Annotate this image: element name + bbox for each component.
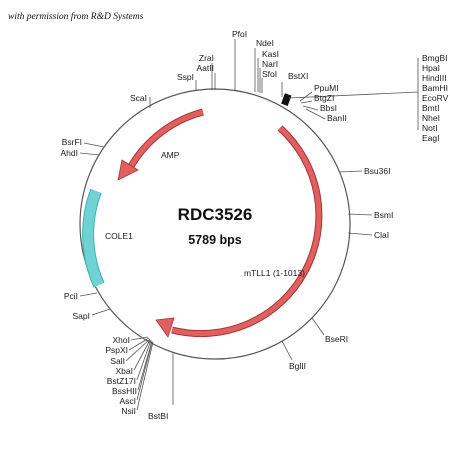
site-label: BamHI bbox=[422, 83, 448, 93]
site-label: ZraI bbox=[199, 53, 214, 63]
right-upper-sites: PpuMI BtgZI BbsI BanII bbox=[299, 83, 347, 123]
site-label: HpaI bbox=[422, 63, 440, 73]
site-label: BtgZI bbox=[314, 93, 334, 103]
site-label: HindIII bbox=[422, 73, 447, 83]
mtll1-arrowhead bbox=[155, 317, 175, 338]
credit-text: with permission from R&D Systems bbox=[8, 11, 144, 22]
site-label: BmgBI bbox=[422, 53, 448, 63]
site-label: KasI bbox=[262, 49, 279, 59]
site-label: NheI bbox=[422, 113, 440, 123]
site-label: PspXI bbox=[105, 345, 128, 355]
left-sites: ScaI BsrFI AhdI PciI SapI bbox=[61, 93, 151, 321]
site-label: BseRI bbox=[325, 334, 348, 344]
amp-arrowhead bbox=[117, 159, 139, 181]
site-label: PciI bbox=[64, 291, 78, 301]
mtll1-label: mTLL1 (1-1013) bbox=[244, 268, 305, 278]
site-label: NdeI bbox=[256, 38, 274, 48]
bottom-sites: BstBI bbox=[148, 352, 174, 421]
site-label: BanII bbox=[327, 113, 347, 123]
mcs-marker bbox=[281, 93, 292, 107]
site-label: XbaI bbox=[116, 366, 134, 376]
plasmid-name: RDC3526 bbox=[178, 205, 253, 224]
site-label: SalI bbox=[110, 356, 125, 366]
site-label: BsrFI bbox=[62, 137, 82, 147]
amp-label: AMP bbox=[161, 150, 180, 160]
site-label: NsiI bbox=[121, 406, 136, 416]
site-label: PfoI bbox=[232, 29, 247, 39]
site-label: AatII bbox=[197, 63, 214, 73]
site-label: XhoI bbox=[113, 335, 131, 345]
cole1-label: COLE1 bbox=[105, 231, 133, 241]
site-label: EcoRV bbox=[422, 93, 449, 103]
site-label: SspI bbox=[177, 72, 194, 82]
site-label: BstZ17I bbox=[107, 376, 136, 386]
site-label: SapI bbox=[73, 311, 91, 321]
site-label: BglII bbox=[289, 361, 306, 371]
top-sites: PfoI NdeI KasI NarI SfoI ZraI AatII SspI… bbox=[177, 29, 308, 97]
amp-arrow bbox=[127, 109, 204, 170]
site-label: ClaI bbox=[374, 230, 389, 240]
site-label: BsmI bbox=[374, 210, 393, 220]
site-label: NarI bbox=[262, 59, 278, 69]
site-label: NotI bbox=[422, 123, 438, 133]
site-label: BstXI bbox=[288, 71, 308, 81]
site-label: EagI bbox=[422, 133, 440, 143]
site-label: AhdI bbox=[61, 148, 79, 158]
right-sites: Bsu36I BsmI ClaI BseRI BglII bbox=[281, 166, 393, 371]
mtll1-arrow bbox=[171, 126, 322, 337]
cole1-feature bbox=[83, 189, 104, 288]
site-label: ScaI bbox=[130, 93, 147, 103]
site-label: PpuMI bbox=[314, 83, 339, 93]
mcs-sites: BmgBI HpaI HindIII BamHI EcoRV BmtI NheI… bbox=[288, 53, 449, 143]
mtll1-arrow-border bbox=[171, 125, 323, 338]
site-label: BstBI bbox=[148, 411, 168, 421]
site-label: Bsu36I bbox=[364, 166, 390, 176]
site-label: BbsI bbox=[320, 103, 337, 113]
site-label: AscI bbox=[119, 396, 136, 406]
plasmid-size: 5789 bps bbox=[188, 233, 242, 247]
site-label: SfoI bbox=[262, 69, 277, 79]
plasmid-backbone bbox=[79, 88, 351, 360]
site-label: BssHII bbox=[112, 386, 137, 396]
site-label: BmtI bbox=[422, 103, 439, 113]
bottom-mcs-sites: XhoI PspXI SalI XbaI BstZ17I BssHII AscI… bbox=[105, 335, 154, 416]
